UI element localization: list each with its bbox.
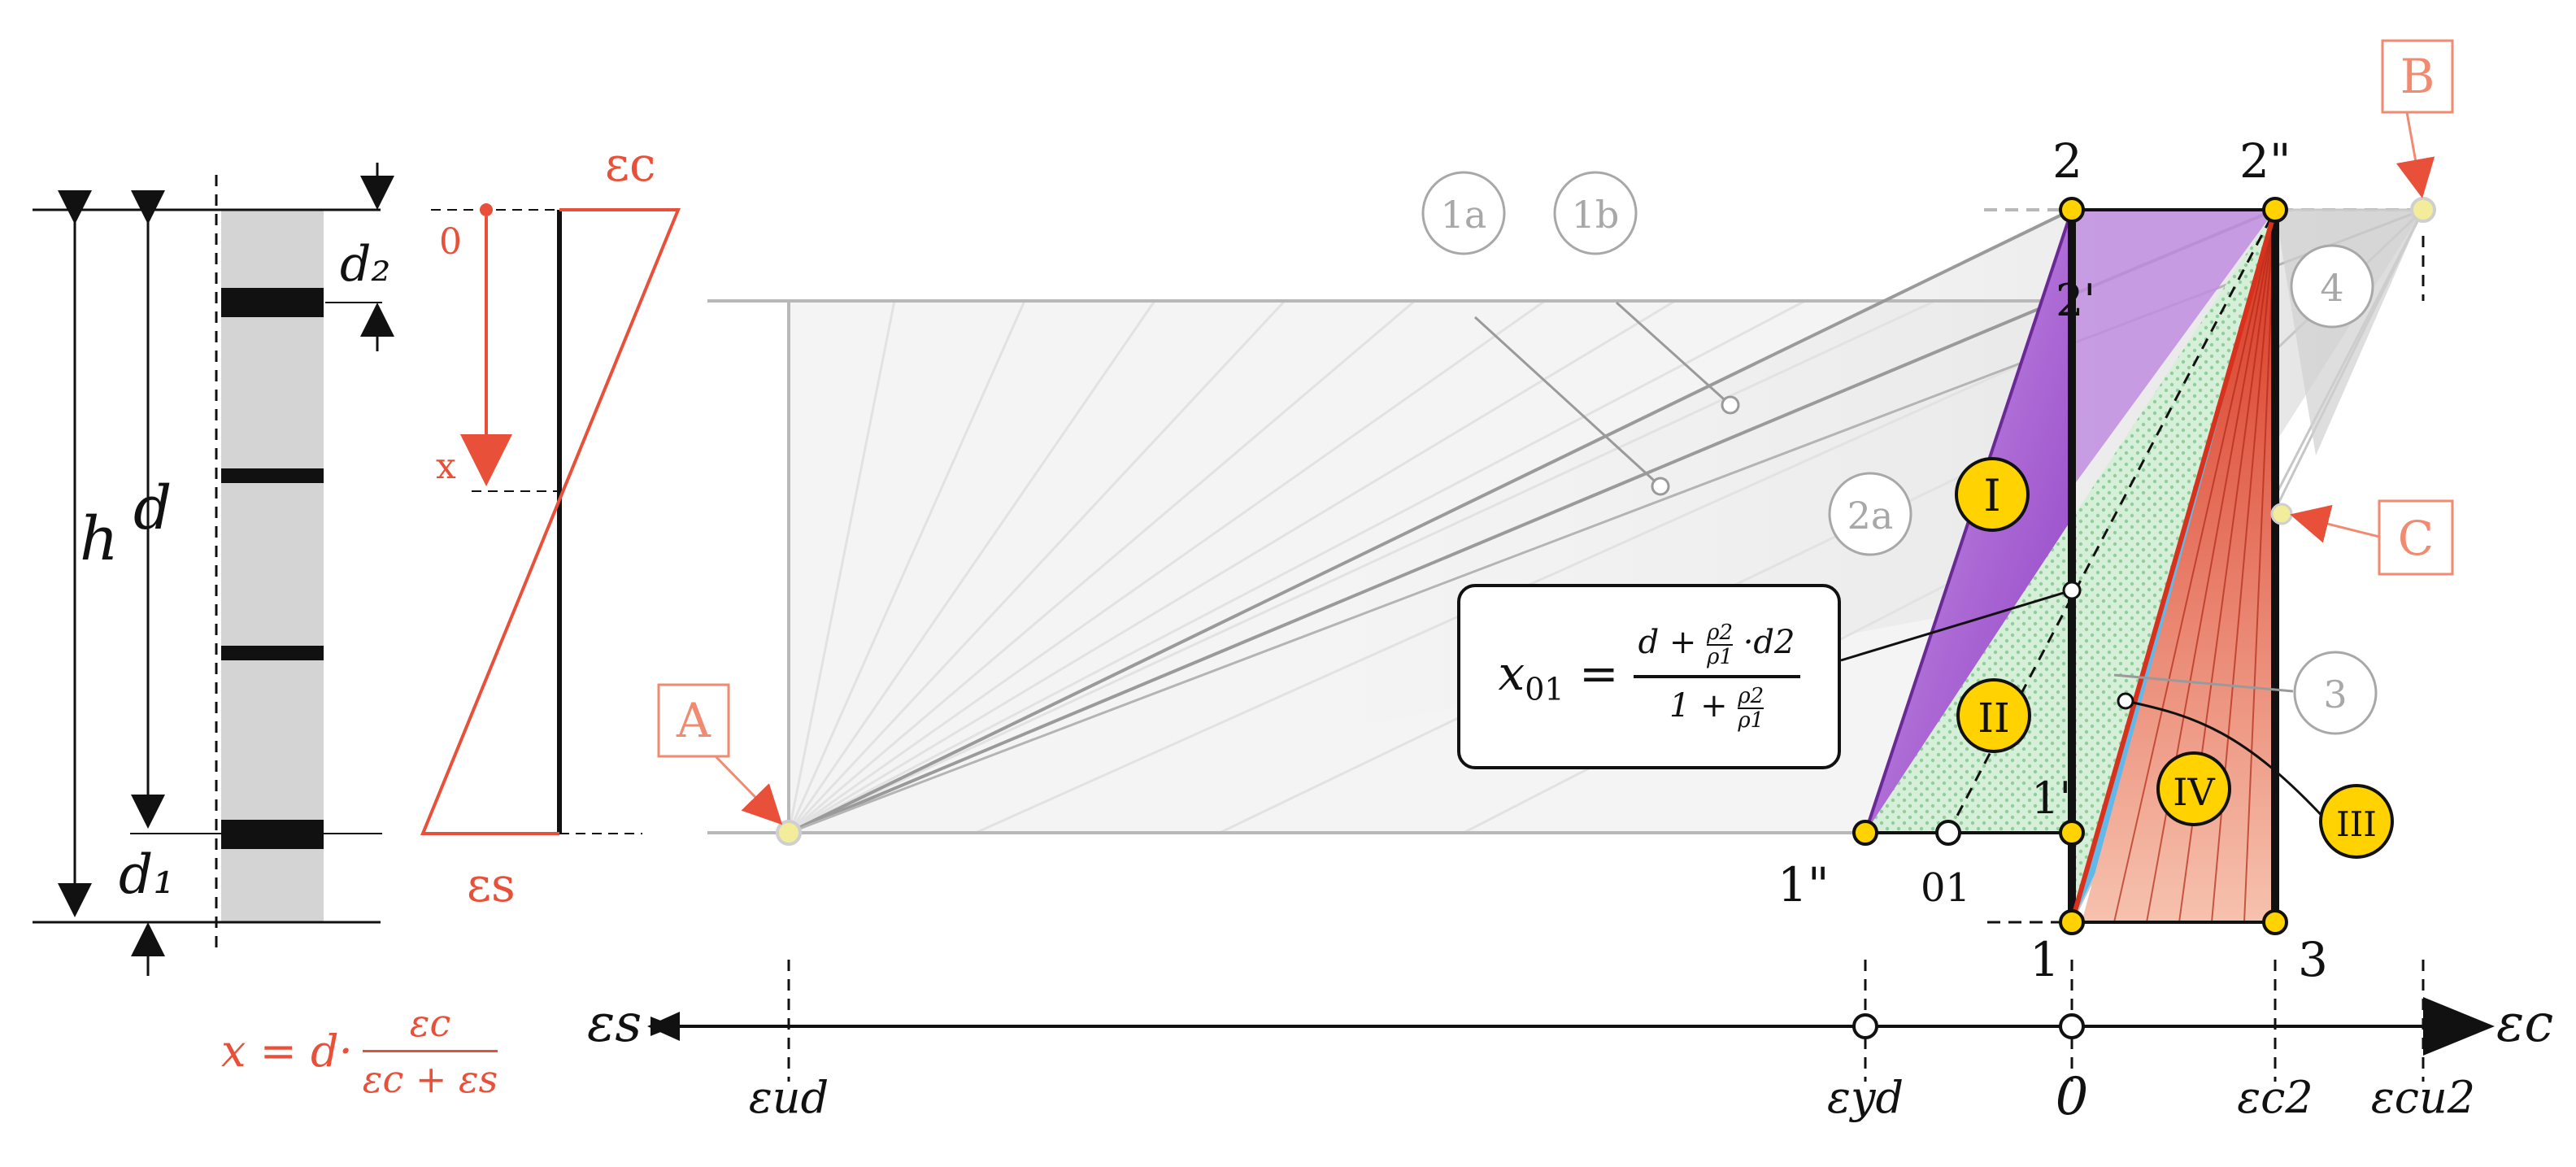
region-badge-IV: IV (2156, 751, 2231, 826)
marker-B (2410, 197, 2436, 223)
d1-label: d₁ (119, 843, 175, 906)
marker-1p (2059, 820, 2085, 846)
marker-1 (2059, 909, 2085, 935)
point-1-label: 1 (2030, 932, 2060, 987)
h-label: h (80, 504, 119, 574)
svg-text:2a: 2a (1847, 494, 1894, 538)
d-label: d (133, 473, 172, 543)
strain-profile: 0 x εc εs (420, 137, 681, 912)
axis-right-label: εc (2496, 994, 2553, 1054)
svg-text:I: I (1983, 470, 2000, 521)
side-formula-denominator: εc + εs (362, 1056, 498, 1101)
label-2a: 2a (1828, 472, 1912, 556)
tick-eps-c2: εc2 (2237, 1072, 2313, 1123)
callout-A: A (657, 683, 783, 825)
region-badge-III: III (2319, 784, 2394, 859)
x-label: x (436, 446, 456, 487)
point-1p-label: 1' (2031, 773, 2071, 824)
marker-A (776, 820, 802, 846)
point-2-label: 2 (2052, 133, 2082, 189)
rebar-layer (221, 646, 324, 660)
d2-label: d₂ (340, 236, 390, 293)
strain-line (420, 208, 681, 835)
region-badge-I: I (1955, 457, 2030, 532)
strain-axis: εs εc εud εyd 0 εc2 εcu2 (587, 994, 2553, 1127)
tick-eps-ud: εud (749, 1072, 829, 1123)
point-3-label: 3 (2298, 932, 2328, 987)
svg-text:1b: 1b (1572, 193, 1620, 237)
eps-s-label: εs (467, 857, 516, 912)
point-01-label: 01 (1921, 865, 1970, 911)
svg-text:C: C (2398, 511, 2434, 566)
axis-marker-yd (1852, 1013, 1878, 1039)
marker-3 (2262, 909, 2288, 935)
svg-text:III: III (2336, 804, 2377, 844)
line-1b (788, 208, 2276, 834)
side-formula-lhs: x = d· (221, 1025, 353, 1077)
axis-marker-zero (2059, 1013, 2085, 1039)
point-2p-label: 2' (2056, 275, 2095, 326)
label-1b: 1b (1553, 171, 1638, 255)
tick-eps-cu2: εcu2 (2371, 1072, 2475, 1123)
label-3: 3 (2293, 651, 2378, 735)
marker-1pp (1852, 820, 1878, 846)
point-2pp-label: 2" (2239, 133, 2291, 189)
section-body (221, 210, 324, 922)
point-1pp-label: 1" (1778, 857, 1830, 912)
side-formula-numerator: εc (409, 1000, 451, 1045)
rebar-layer (221, 468, 324, 483)
cross-section: h d d₁ d₂ (33, 163, 394, 976)
zero-label: 0 (439, 221, 462, 263)
point-markers (1852, 197, 2288, 935)
marker-2 (2059, 197, 2085, 223)
strain-domain: 1a 1b 2a 4 3 I II IV (657, 39, 2454, 1082)
callout-B: B (2381, 39, 2454, 198)
svg-text:1a: 1a (1441, 193, 1487, 237)
svg-text:IV: IV (2173, 770, 2215, 814)
label-1a: 1a (1421, 171, 1506, 255)
marker-2pp (2262, 197, 2288, 223)
label-4: 4 (2290, 244, 2374, 329)
top-reinforcement (221, 288, 324, 317)
marker-01 (1935, 820, 1961, 846)
tick-zero: 0 (2056, 1067, 2089, 1127)
marker-C (2270, 503, 2293, 525)
neutral-axis-formula: x = d· εc εc + εs (221, 994, 498, 1108)
axis-left-label: εs (587, 994, 642, 1054)
eps-c-label: εc (605, 137, 656, 192)
svg-text:B: B (2400, 49, 2435, 104)
formula-lhs: x01 = (1498, 646, 1619, 708)
svg-text:A: A (676, 693, 711, 748)
svg-text:3: 3 (2323, 673, 2347, 716)
callout-C: C (2290, 499, 2454, 576)
svg-text:4: 4 (2320, 266, 2343, 310)
svg-text:II: II (1978, 695, 2010, 742)
tick-eps-yd: εyd (1827, 1072, 1904, 1123)
region-badge-II: II (1956, 678, 2031, 753)
line-1a (788, 208, 2073, 834)
side-formula-fraction: εc εc + εs (362, 1000, 498, 1101)
